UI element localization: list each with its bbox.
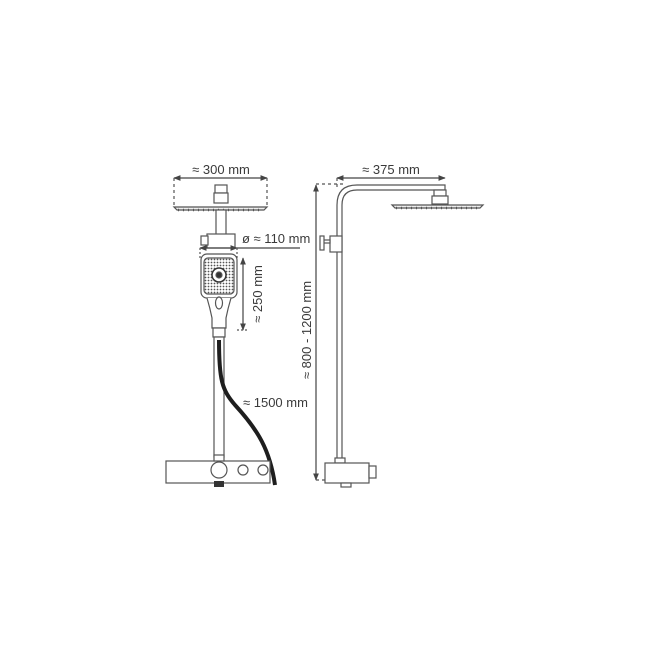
handshower-diameter-label: ø ≈ 110 mm [242,231,310,246]
arm-reach-label: ≈ 375 mm [362,162,420,177]
diverter [200,233,236,249]
side-overhead-shower-head [390,204,485,210]
head-width-label: ≈ 300 mm [192,162,250,177]
front-view [165,175,300,487]
head-width-dimension [173,175,268,207]
height-range-label: ≈ 800 - 1200 mm [299,281,314,379]
handshower-length-label: ≈ 250 mm [250,265,265,323]
shower-hose [217,339,277,486]
hose-length-label: ≈ 1500 mm [243,395,308,410]
side-view [313,175,485,488]
side-thermostat [324,457,377,488]
handshower-diameter-dimension [199,245,300,258]
handshower-length-dimension [237,257,247,331]
height-dimension [313,183,345,481]
side-diverter [319,235,343,253]
overhead-shower-head [172,184,269,212]
curved-riser [336,184,446,460]
hand-shower [200,253,238,338]
thermostat-shelf [165,454,271,487]
